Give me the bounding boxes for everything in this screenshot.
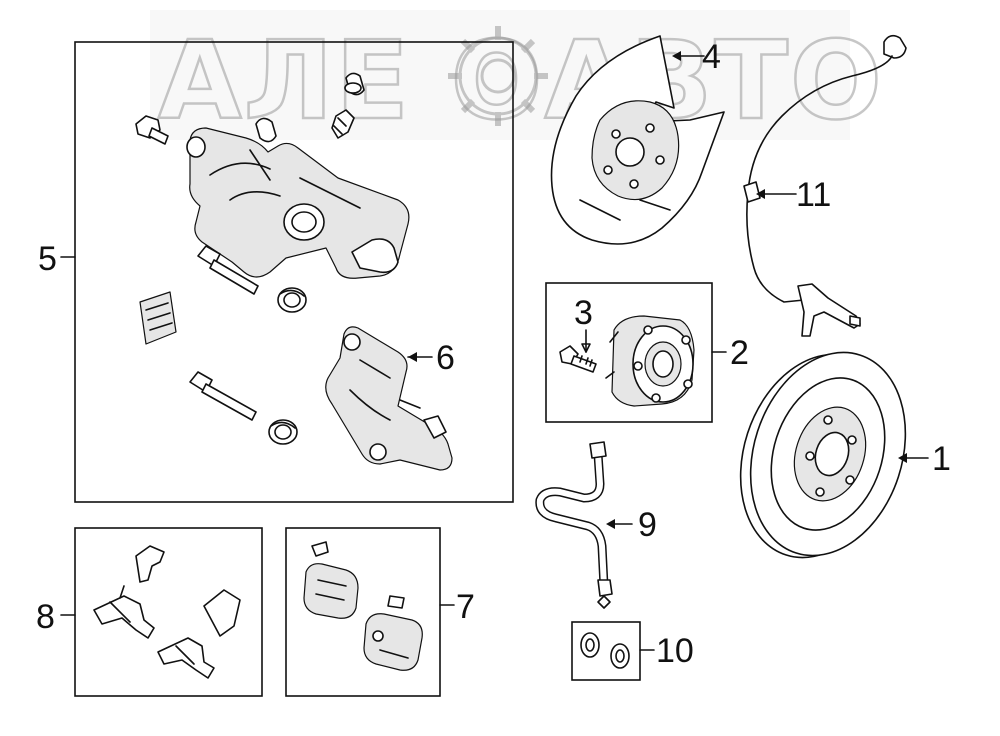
- callout-10: 10: [656, 632, 694, 670]
- watermark-text: АЛЕ ОАВТО: [158, 19, 884, 144]
- caliper-bracket: [325, 326, 453, 471]
- callout-9: 9: [638, 506, 657, 544]
- callout-11: 11: [796, 176, 831, 214]
- guide-pin-upper: [197, 245, 259, 295]
- callout-4: 4: [702, 38, 721, 76]
- bleeder-cap: [344, 72, 365, 96]
- anti-rattle-spring: [139, 291, 177, 345]
- pads-box: [285, 527, 441, 697]
- abs-sensor-harness: [743, 34, 907, 337]
- brake-hose: [535, 441, 613, 609]
- callout-8: 8: [36, 598, 55, 636]
- washers-box: [571, 621, 641, 681]
- caliper-bolt: [135, 115, 169, 145]
- brake-rotor: [739, 351, 907, 559]
- callout-7: 7: [456, 588, 475, 626]
- pin-boot-lower: [268, 419, 298, 445]
- clips-box: [74, 527, 263, 697]
- pad-clips: [93, 545, 241, 679]
- callout-numbers: 1 2 3 4 5 6 7 8 9 10 11: [36, 38, 951, 670]
- leader-lines: [60, 51, 929, 651]
- splash-shield: [550, 35, 725, 245]
- callout-6: 6: [436, 339, 455, 377]
- bleeder-screw: [331, 109, 355, 139]
- callout-3: 3: [574, 294, 593, 332]
- hub-bolt: [559, 345, 597, 373]
- callout-5: 5: [38, 240, 57, 278]
- callout-2: 2: [730, 334, 749, 372]
- watermark: АЛЕ ОАВТО: [150, 10, 884, 145]
- sealing-washers: [580, 632, 630, 669]
- brake-pads: [303, 541, 423, 671]
- callout-1: 1: [932, 440, 951, 478]
- wheel-hub: [605, 315, 695, 407]
- caliper-assembly-box: [74, 41, 514, 503]
- watermark-gear-icon: [448, 26, 548, 126]
- caliper-body: [186, 117, 410, 279]
- pin-boot-upper: [277, 287, 307, 313]
- guide-pin-lower: [189, 371, 257, 421]
